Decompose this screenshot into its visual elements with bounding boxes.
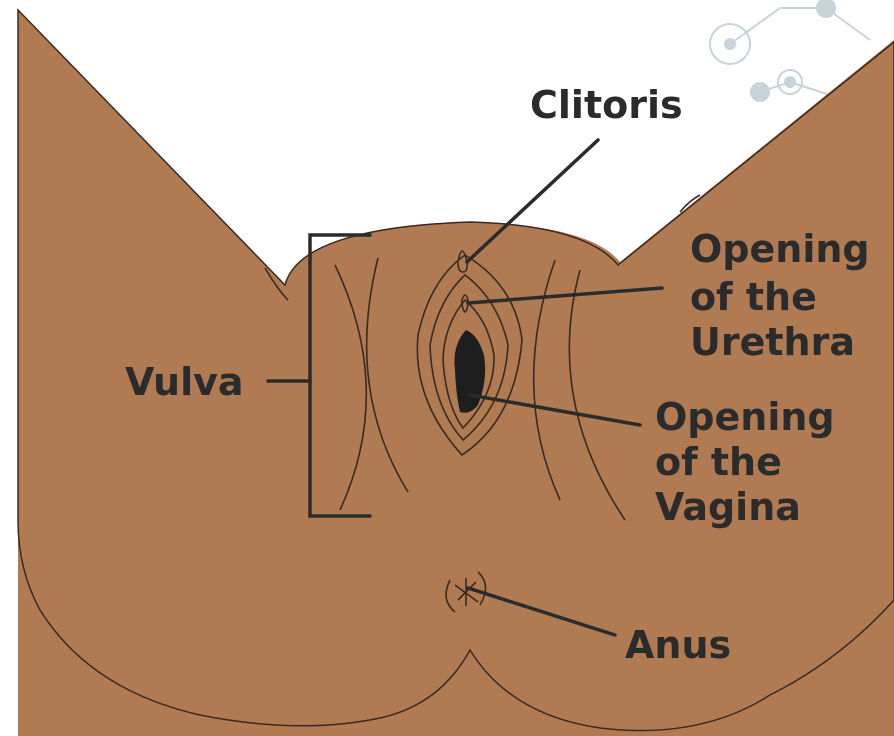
urethra-label-line3: Urethra <box>690 320 855 364</box>
vagina-label-line1: Opening <box>655 395 835 439</box>
urethra-label-line1: Opening <box>690 227 870 271</box>
vagina-label-line3: Vagina <box>655 485 801 529</box>
vulva-label: Vulva <box>125 360 244 404</box>
urethra-label-line2: of the <box>690 275 817 319</box>
vagina-label-line2: of the <box>655 440 782 484</box>
clitoris-label: Clitoris <box>530 83 683 127</box>
anus-label: Anus <box>625 623 731 667</box>
